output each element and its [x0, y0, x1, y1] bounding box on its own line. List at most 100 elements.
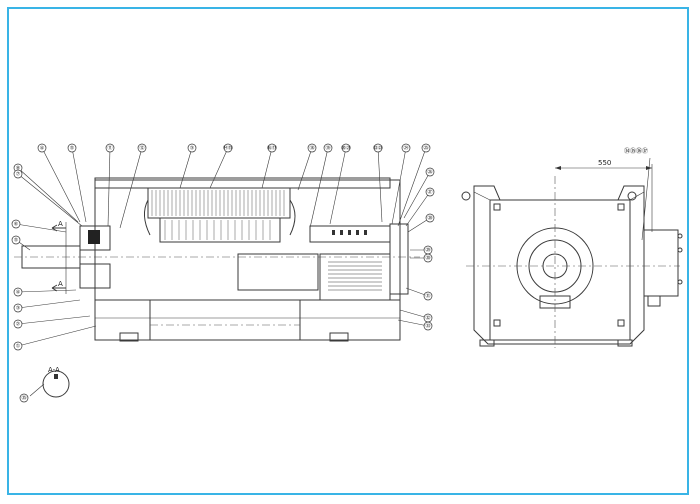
section-a-a: A-A ㉟ [19, 366, 70, 403]
callout-top-leader [261, 147, 273, 189]
callout-right-leader [403, 171, 431, 219]
callout-top-balloon [421, 143, 431, 153]
callout-left-balloon [13, 341, 23, 351]
callout-top-number: ㉕ [423, 145, 428, 152]
callout-right-number: ㉘ [427, 215, 432, 222]
callout-right-balloon [423, 321, 433, 331]
callout-top-number: ㉔ [403, 145, 408, 152]
callout-top-number: ④ [40, 146, 45, 152]
callout-top-balloon [307, 143, 317, 153]
section-title: A-A [48, 366, 60, 374]
terminal-box [319, 253, 391, 301]
callout-top-balloon [105, 143, 115, 153]
callout-right-number: ㉚ [425, 255, 430, 262]
callout-top-leader [41, 147, 81, 223]
callout-left-number: ④ [16, 290, 21, 296]
callout-top-number: ⑱ [309, 145, 314, 152]
callout-top-number: ⑭⑮ [223, 145, 233, 152]
callout-left-balloon [13, 287, 23, 297]
callout-top-leader [309, 147, 329, 229]
junction-box [237, 253, 319, 291]
callout-left-number: ⑤ [14, 238, 18, 244]
callout-top-balloon [373, 143, 383, 153]
callout-top-number: ⑯⑰ [267, 145, 277, 152]
drawing-frame [7, 7, 689, 495]
callout-top-balloon [137, 143, 147, 153]
rotor-core [159, 217, 281, 243]
bearing-left [88, 230, 100, 244]
callout-right-leader [397, 319, 429, 327]
section-circle [42, 370, 70, 398]
callout-top-leader [329, 147, 347, 225]
callout-top-leader [297, 147, 313, 191]
end-winding-right [289, 199, 296, 236]
callout-left-balloon [11, 219, 21, 229]
callout-top-balloon [67, 143, 77, 153]
callout-top-leader [391, 147, 407, 225]
callout-right-balloon [423, 253, 433, 263]
side-section-view: A A [14, 177, 420, 342]
callout-left-leader [15, 223, 67, 233]
lifting-eye-left [461, 191, 471, 201]
lifting-eye-right [627, 191, 637, 201]
callout-top-leader [71, 147, 87, 223]
slip-ring-marks [332, 230, 367, 235]
callout-right-balloon [425, 187, 435, 197]
callout-left-leader [17, 325, 97, 347]
callout-right-number: ㉛ [425, 293, 430, 300]
callout-top-leader [209, 147, 229, 189]
section-arrow-label-bottom: A [58, 280, 63, 288]
callout-top-balloon [187, 143, 197, 153]
callout-left-leader [17, 299, 81, 309]
callout-top-number: ⑫ [139, 145, 144, 152]
callout-right-number: ㉝ [425, 323, 430, 330]
callout-left-number: ⑧ [16, 166, 21, 172]
callout-right-number: ㉖ [427, 169, 432, 176]
callout-top-number: ⑤ [70, 146, 74, 152]
bearing-housing-right [389, 223, 409, 295]
callout-left-leader [17, 315, 91, 325]
callout-left-balloon [11, 235, 21, 245]
end-view: 550 ㉞㉟㊱㊲ [461, 147, 683, 348]
callout-top-number: ⑲ [325, 145, 330, 152]
callout-top-number: ⑳㉑ [341, 145, 351, 152]
terminal-box-grille [328, 261, 382, 291]
callout-left-balloon [13, 169, 23, 179]
callout-top-leader [397, 147, 427, 227]
callout-top-balloon [323, 143, 333, 153]
bearing-housing-left [79, 225, 111, 251]
callout-left-number: ③ [16, 306, 20, 312]
callout-top-leader [107, 147, 111, 227]
callout-right-balloon [423, 291, 433, 301]
stator-frame [94, 179, 401, 341]
callout-right-leader [399, 309, 429, 319]
callout-right-balloon [425, 213, 435, 223]
callout-top-leader [179, 147, 193, 189]
callout-left-balloon [13, 319, 23, 329]
callout-right-leader [405, 191, 431, 227]
rotor-hatch [164, 220, 271, 240]
callout-top-number: ⑪ [107, 145, 112, 152]
callout-right-number: ㉙ [425, 247, 430, 254]
callout-top-number: ③ [190, 146, 194, 152]
dimension-value: 550 [598, 159, 611, 167]
callout-left-number: ⑥ [14, 222, 19, 228]
callout-top-leader [377, 147, 383, 223]
callout-top-balloon [37, 143, 47, 153]
callout-top-balloon [341, 143, 351, 153]
callout-left-number: ② [16, 322, 21, 328]
section-arrow-label-top: A [58, 220, 63, 228]
callout-left-leader [17, 289, 77, 293]
end-view-callout: ㉞㉟㊱㊲ [624, 147, 648, 155]
callout-right-number: ㉗ [427, 189, 432, 196]
callout-top-balloon [401, 143, 411, 153]
callout-top-balloon [267, 143, 277, 153]
stator-core-top [147, 187, 291, 219]
callout-top-leader [119, 147, 143, 229]
callout-left-balloon [13, 303, 23, 313]
section-callout: ㉟ [21, 395, 26, 402]
callout-top-number: ㉒㉓ [373, 145, 383, 152]
callout-left-number: ⑦ [16, 172, 21, 178]
